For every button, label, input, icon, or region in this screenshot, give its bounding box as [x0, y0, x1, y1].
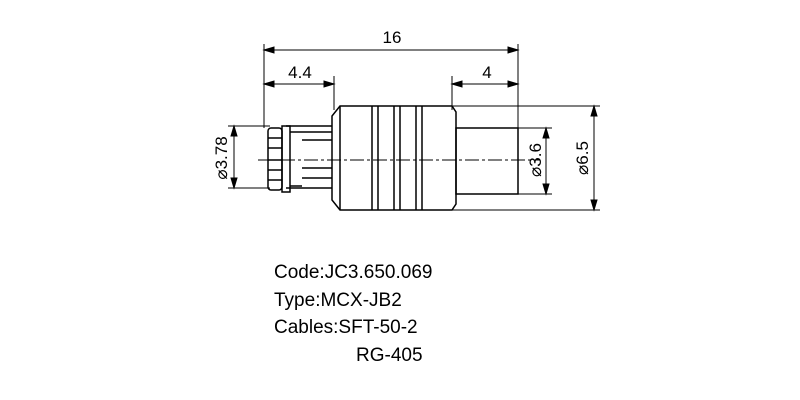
dim-overall-length: 16 — [383, 28, 402, 47]
connector-body — [267, 105, 519, 211]
dim-cable-length: 4 — [482, 63, 491, 82]
spec-cables-alt: RG-405 — [356, 345, 423, 366]
dim-pin-diameter: ⌀3.78 — [212, 136, 231, 179]
spec-code: Code:JC3.650.069 — [274, 262, 433, 283]
dim-cable-diameter: ⌀3.6 — [526, 143, 545, 177]
dim-pin-length: 4.4 — [288, 63, 312, 82]
dimension-lines — [230, 46, 598, 212]
spec-cables: Cables:SFT-50-2 — [274, 317, 418, 338]
extension-lines — [228, 44, 600, 211]
dim-body-diameter: ⌀6.5 — [573, 141, 592, 175]
spec-type: Type:MCX-JB2 — [274, 290, 402, 311]
